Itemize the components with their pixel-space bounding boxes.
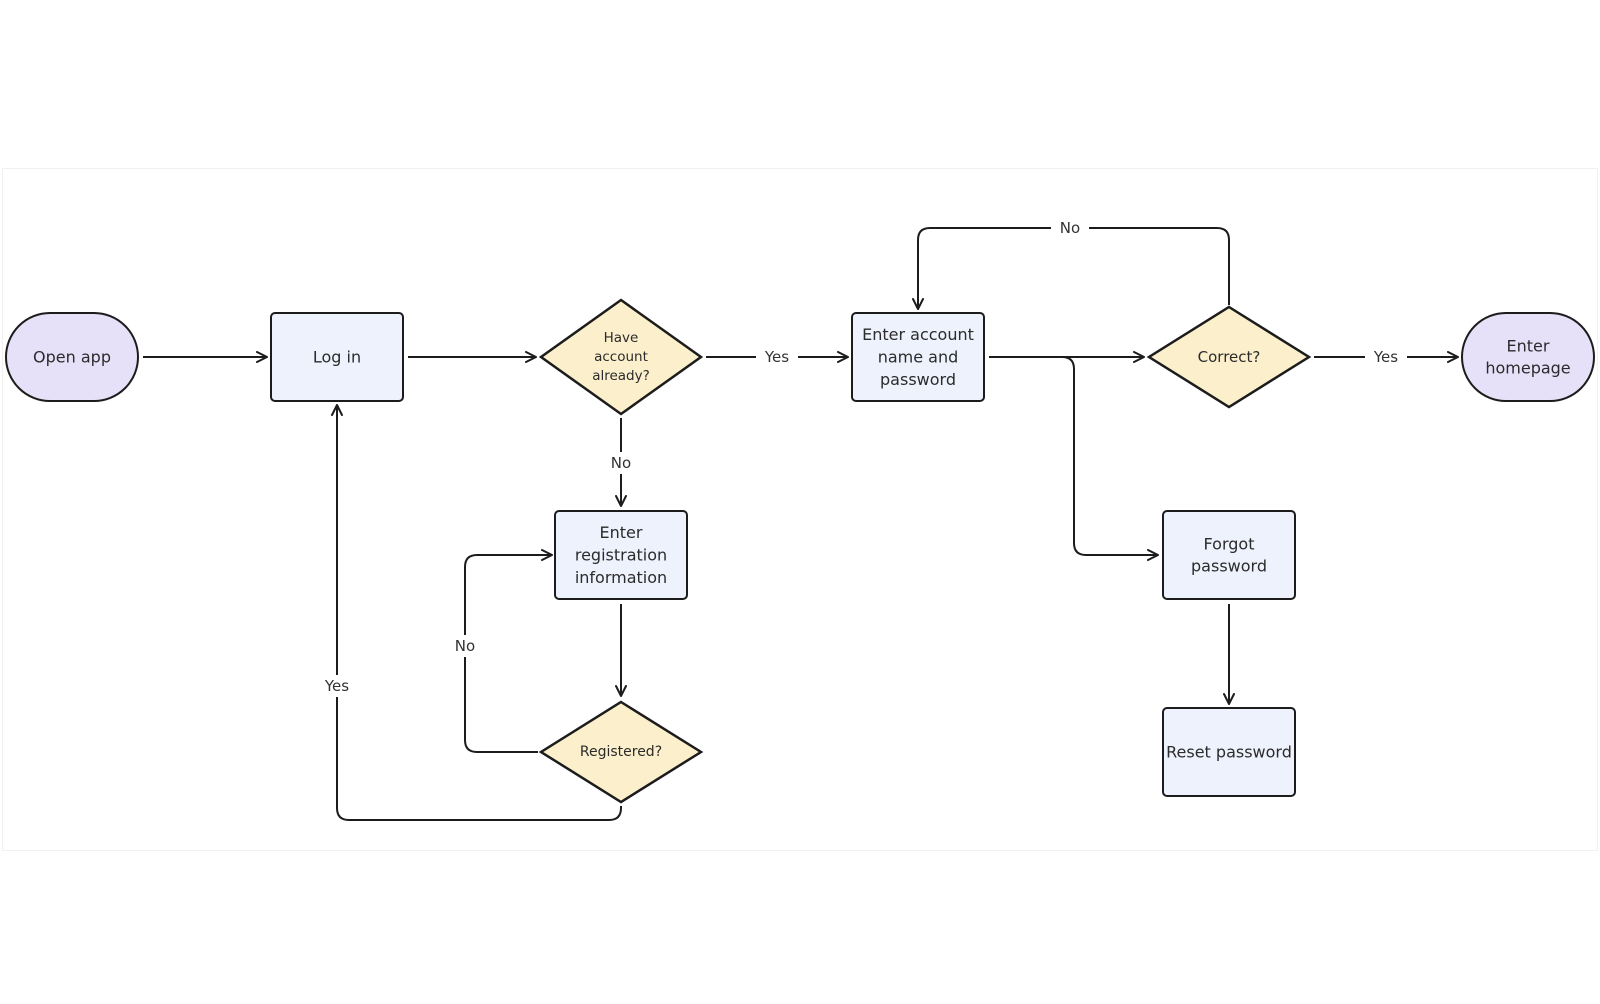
node-label-line: name and (878, 348, 959, 367)
node-label-line: registration (575, 546, 667, 565)
process-shape (1162, 707, 1296, 797)
node-registered: Registered? (538, 700, 704, 804)
node-enter-homepage: Enter homepage (1461, 312, 1595, 402)
node-enter-account: Enter account name and password (851, 312, 985, 402)
node-log-in: Log in (270, 312, 404, 402)
terminal-shape (1461, 312, 1595, 402)
node-label-line: Log in (313, 348, 361, 367)
node-open-app: Open app (5, 312, 139, 402)
node-label-line: Enter (1507, 336, 1550, 355)
edge-label-have-account-yes: Yes (756, 346, 798, 368)
edge-label-text: No (1060, 219, 1080, 237)
edge-label-correct-yes: Yes (1365, 346, 1407, 368)
node-enter-registration: Enter registration information (554, 510, 688, 600)
process-shape (270, 312, 404, 402)
diagram-canvas (2, 168, 1598, 851)
node-label-line: Enter (600, 523, 643, 542)
node-label-line: Have (604, 330, 639, 346)
edge-label-text: No (455, 637, 475, 655)
decision-shape (1146, 305, 1312, 409)
node-forgot-password: Forgot password (1162, 510, 1296, 600)
node-label-line: Forgot (1204, 534, 1255, 553)
node-have-account: Have account already? (538, 298, 704, 416)
node-reset-password: Reset password (1162, 707, 1296, 797)
node-label-line: password (880, 370, 956, 389)
edge-label-have-account-no: No (605, 452, 637, 474)
decision-shape (538, 700, 704, 804)
terminal-shape (5, 312, 139, 402)
nodes: Open app Log in Have account already? Enter a… (5, 298, 1595, 804)
edge-enter-account-to-forgot (1061, 356, 1159, 561)
node-label-line: already? (592, 368, 650, 384)
node-label-line: information (575, 568, 667, 587)
node-label-line: Reset password (1166, 743, 1292, 762)
edge-registered-yes (331, 404, 622, 821)
node-label-line: account (594, 349, 648, 365)
process-shape (554, 510, 688, 600)
edge-label-text: Yes (1373, 348, 1398, 366)
process-shape (1162, 510, 1296, 600)
edge-label-text: Yes (764, 348, 789, 366)
edge-correct-no (912, 227, 1230, 310)
node-label-line: Correct? (1198, 348, 1261, 366)
edge-label-text: Yes (324, 677, 349, 695)
edge-label-registered-yes: Yes (317, 675, 357, 697)
edge-label-registered-no: No (449, 635, 481, 657)
node-label-line: Registered? (580, 744, 662, 760)
node-label-line: Open app (33, 348, 111, 367)
decision-shape (538, 298, 704, 416)
node-label-line: password (1191, 557, 1267, 576)
edge-label-correct-no: No (1051, 217, 1089, 239)
node-label-line: Enter account (862, 325, 974, 344)
node-correct: Correct? (1146, 305, 1312, 409)
node-label-line: homepage (1485, 359, 1570, 378)
process-shape (851, 312, 985, 402)
edge-label-text: No (611, 454, 631, 472)
